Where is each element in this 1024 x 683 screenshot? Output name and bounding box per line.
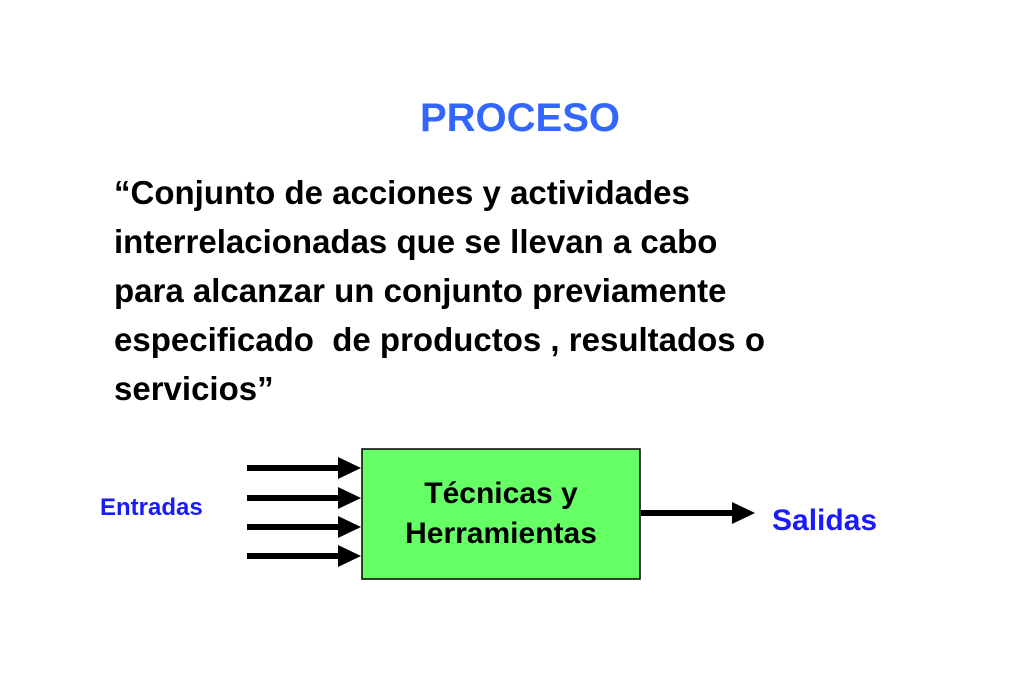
input-arrow-head	[338, 516, 361, 538]
process-box	[361, 448, 641, 580]
process-box-label: Técnicas y Herramientas	[362, 474, 640, 554]
input-arrow-head	[338, 457, 361, 479]
definition-text: “Conjunto de acciones y actividades inte…	[114, 168, 974, 413]
definition-line: para alcanzar un conjunto previamente	[114, 272, 727, 309]
input-arrow-head	[338, 487, 361, 509]
definition-line: servicios”	[114, 370, 274, 407]
process-box-label-line: Técnicas y	[424, 477, 578, 510]
definition-line: “Conjunto de acciones y actividades	[114, 174, 690, 211]
input-arrow-head	[338, 545, 361, 567]
outputs-label: Salidas	[772, 504, 878, 537]
process-box-label-line: Herramientas	[405, 517, 597, 550]
definition-line: especificado de productos , resultados o	[114, 321, 765, 358]
inputs-label: Entradas	[100, 494, 203, 521]
page-title: PROCESO	[419, 96, 621, 140]
output-arrow-head	[732, 502, 755, 524]
definition-line: interrelacionadas que se llevan a cabo	[114, 223, 718, 260]
